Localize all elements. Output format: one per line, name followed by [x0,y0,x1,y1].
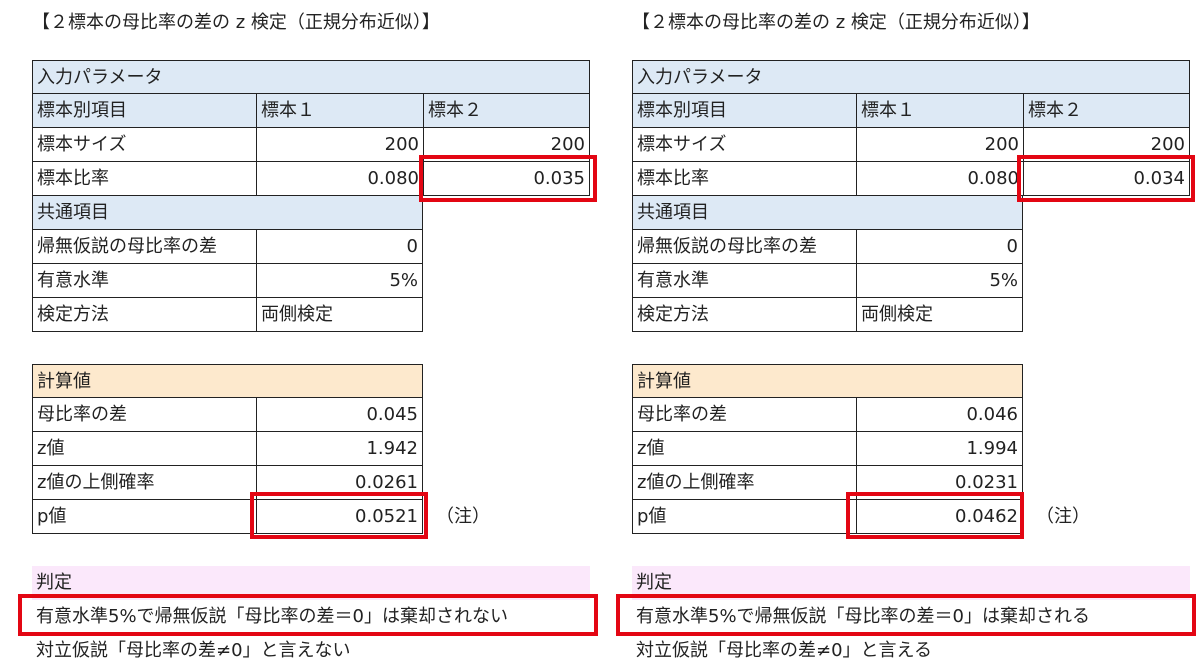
judge-line1: 有意水準5%で帰無仮説「母比率の差＝0」は棄却される [636,606,1091,627]
null-diff-value[interactable]: 0 [256,230,423,264]
panel-title: 【２標本の母比率の差の z 検定（正規分布近似）】 [632,12,1040,33]
judge-line2: 対立仮説「母比率の差≠0」と言えない [36,640,351,661]
method-label: 検定方法 [32,298,256,332]
z-label: z値 [32,432,256,466]
p-value: 0.0521 [256,500,423,534]
common-header: 共通項目 [632,196,1023,230]
ratio-sample2[interactable]: 0.034 [1023,162,1190,196]
ratio-label: 標本比率 [632,162,856,196]
note-label: （注） [1036,506,1090,527]
method-label: 検定方法 [632,298,856,332]
diff-label: 母比率の差 [632,398,856,432]
col-sample1: 標本１ [856,94,1023,128]
input-header: 入力パラメータ [632,60,1190,94]
size-sample1[interactable]: 200 [256,128,423,162]
judge-header: 判定 [32,566,590,600]
col-sample1: 標本１ [256,94,423,128]
input-header: 入力パラメータ [32,60,590,94]
note-label: （注） [436,506,490,527]
upper-prob-label: z値の上側確率 [32,466,256,500]
p-value: 0.0462 [856,500,1023,534]
diff-value: 0.046 [856,398,1023,432]
upper-prob-value: 0.0231 [856,466,1023,500]
ratio-sample1[interactable]: 0.080 [856,162,1023,196]
common-header: 共通項目 [32,196,423,230]
z-value: 1.942 [256,432,423,466]
null-diff-label: 帰無仮説の母比率の差 [632,230,856,264]
panel-right: 【２標本の母比率の差の z 検定（正規分布近似）】 入力パラメータ 標本別項目 … [616,0,1200,669]
method-value[interactable]: 両側検定 [856,298,1023,332]
size-label: 標本サイズ [32,128,256,162]
ratio-sample1[interactable]: 0.080 [256,162,423,196]
alpha-label: 有意水準 [632,264,856,298]
method-value[interactable]: 両側検定 [256,298,423,332]
diff-value: 0.045 [256,398,423,432]
size-label: 標本サイズ [632,128,856,162]
alpha-value[interactable]: 5% [256,264,423,298]
panel-left: 【２標本の母比率の差の z 検定（正規分布近似）】 入力パラメータ 標本別項目 … [18,0,622,669]
z-value: 1.994 [856,432,1023,466]
judge-line1: 有意水準5%で帰無仮説「母比率の差＝0」は棄却されない [36,606,509,627]
upper-prob-label: z値の上側確率 [632,466,856,500]
alpha-value[interactable]: 5% [856,264,1023,298]
calc-header: 計算値 [32,364,423,398]
size-sample1[interactable]: 200 [856,128,1023,162]
upper-prob-value: 0.0261 [256,466,423,500]
diff-label: 母比率の差 [32,398,256,432]
ratio-label: 標本比率 [32,162,256,196]
col-label: 標本別項目 [632,94,856,128]
p-label: p値 [632,500,856,534]
judge-header: 判定 [632,566,1190,600]
size-sample2[interactable]: 200 [423,128,590,162]
col-sample2: 標本２ [1023,94,1190,128]
p-label: p値 [32,500,256,534]
col-sample2: 標本２ [423,94,590,128]
panel-title: 【２標本の母比率の差の z 検定（正規分布近似）】 [32,12,440,33]
calc-header: 計算値 [632,364,1023,398]
null-diff-label: 帰無仮説の母比率の差 [32,230,256,264]
col-label: 標本別項目 [32,94,256,128]
ratio-sample2[interactable]: 0.035 [423,162,590,196]
z-label: z値 [632,432,856,466]
alpha-label: 有意水準 [32,264,256,298]
judge-line2: 対立仮説「母比率の差≠0」と言える [636,640,932,661]
size-sample2[interactable]: 200 [1023,128,1190,162]
null-diff-value[interactable]: 0 [856,230,1023,264]
